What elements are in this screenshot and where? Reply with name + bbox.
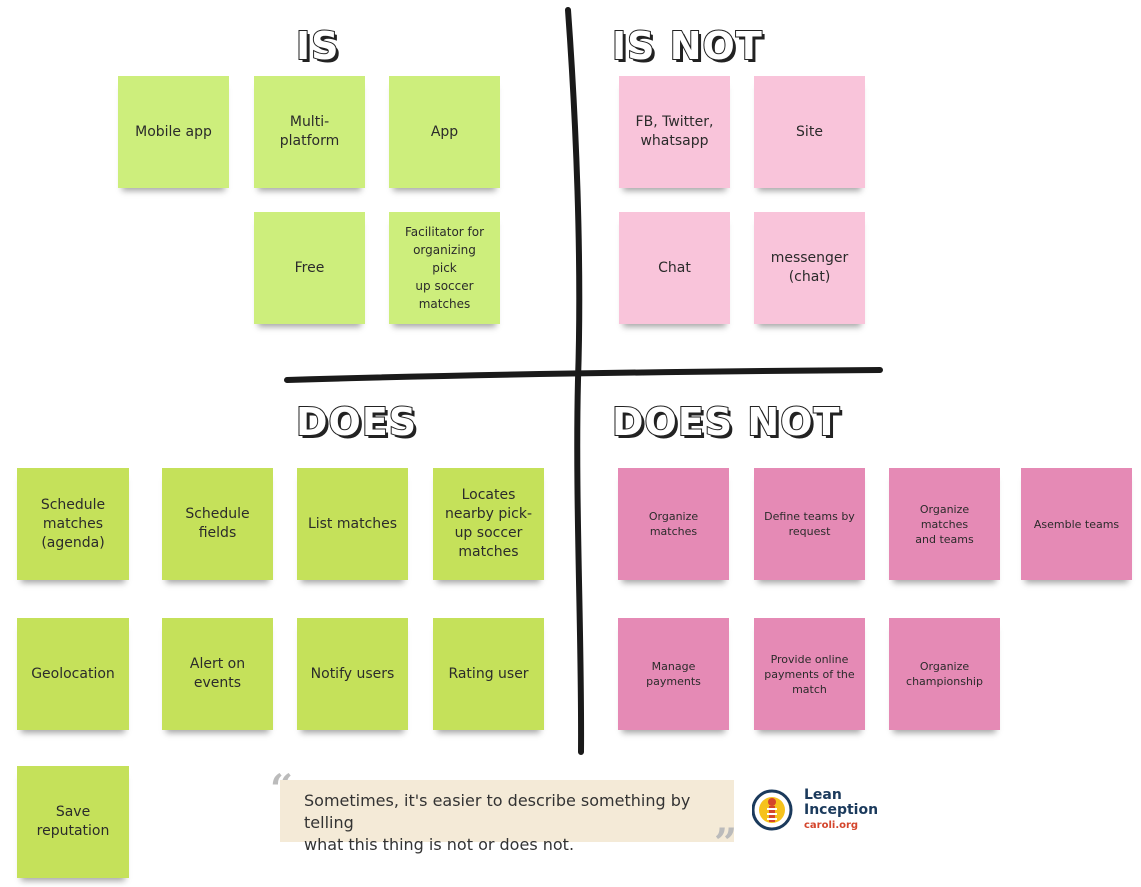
logo-name-line1: Lean — [804, 787, 842, 803]
note-text: Provide online payments of the match — [764, 652, 855, 696]
horizontal-divider — [284, 367, 883, 383]
note-text: Rating user — [448, 665, 529, 682]
note-text: Define teams by request — [764, 510, 855, 538]
note-text: Locates nearby pick- up soccer matches — [444, 487, 533, 560]
note-text: Organize matches and teams — [915, 502, 974, 546]
note-text: Site — [796, 123, 823, 140]
note-text: Organize matches — [648, 510, 699, 538]
sticky-note[interactable]: Facilitator for organizing pick up socce… — [389, 212, 500, 324]
note-text: Mobile app — [135, 123, 212, 140]
sticky-note[interactable]: Notify users — [297, 618, 408, 730]
sticky-note[interactable]: Organize championship — [889, 618, 1000, 730]
sticky-note[interactable]: Chat — [619, 212, 730, 324]
sticky-note[interactable]: FB, Twitter, whatsapp — [619, 76, 730, 188]
note-text: Notify users — [310, 665, 395, 682]
sticky-note[interactable]: Manage payments — [618, 618, 729, 730]
logo-url: caroli.org — [804, 820, 859, 831]
sticky-note[interactable]: Multi- platform — [254, 76, 365, 188]
note-text: Save reputation — [36, 804, 110, 839]
note-text: Geolocation — [31, 665, 115, 682]
close-quote-icon: ” — [714, 820, 738, 867]
sticky-note[interactable]: App — [389, 76, 500, 188]
sticky-note[interactable]: Mobile app — [118, 76, 229, 188]
logo-name-line2: Inception — [804, 802, 879, 818]
sticky-note[interactable]: Organize matches and teams — [889, 468, 1000, 580]
note-text: App — [430, 123, 459, 140]
title-does-not: DOES NOT — [611, 399, 841, 445]
sticky-note[interactable]: Define teams by request — [754, 468, 865, 580]
note-text: Organize championship — [906, 660, 983, 688]
sticky-note[interactable]: Rating user — [433, 618, 544, 730]
note-text: Alert on events — [189, 656, 246, 691]
quote-line-1: Sometimes, it's easier to describe somet… — [304, 791, 691, 832]
quote-line-2: what this thing is not or does not. — [304, 835, 575, 854]
note-text: Facilitator for organizing pick up socce… — [404, 225, 485, 311]
sticky-note[interactable]: Asemble teams — [1021, 468, 1132, 580]
lean-inception-logo-icon — [752, 789, 793, 831]
sticky-note[interactable]: Schedule matches (agenda) — [17, 468, 129, 580]
quote-box: Sometimes, it's easier to describe somet… — [280, 780, 734, 854]
sticky-note[interactable]: List matches — [297, 468, 408, 580]
sticky-note[interactable]: Schedule fields — [162, 468, 273, 580]
title-is: IS — [295, 23, 340, 69]
note-text: List matches — [307, 515, 398, 532]
logo-text: Lean Inception caroli.org — [804, 788, 878, 833]
sticky-note[interactable]: Save reputation — [17, 766, 129, 878]
sticky-note[interactable]: Organize matches — [618, 468, 729, 580]
sticky-note[interactable]: Locates nearby pick- up soccer matches — [433, 468, 544, 580]
sticky-note[interactable]: messenger (chat) — [754, 212, 865, 324]
sticky-note[interactable]: Free — [254, 212, 365, 324]
sticky-note[interactable]: Site — [754, 76, 865, 188]
title-does: DOES — [295, 399, 418, 445]
vertical-divider — [565, 7, 585, 755]
note-text: Asemble teams — [1033, 517, 1120, 531]
note-text: Multi- platform — [279, 114, 340, 149]
note-text: Schedule fields — [185, 506, 250, 541]
note-text: Schedule matches (agenda) — [40, 496, 106, 551]
note-text: messenger (chat) — [770, 250, 849, 285]
note-text: Manage payments — [646, 660, 701, 688]
title-is-not: IS NOT — [611, 23, 763, 69]
note-text: FB, Twitter, whatsapp — [635, 114, 714, 149]
sticky-note[interactable]: Provide online payments of the match — [754, 618, 865, 730]
note-text: Free — [294, 259, 325, 276]
sticky-note[interactable]: Alert on events — [162, 618, 273, 730]
note-text: Chat — [658, 259, 691, 276]
sticky-note[interactable]: Geolocation — [17, 618, 129, 730]
